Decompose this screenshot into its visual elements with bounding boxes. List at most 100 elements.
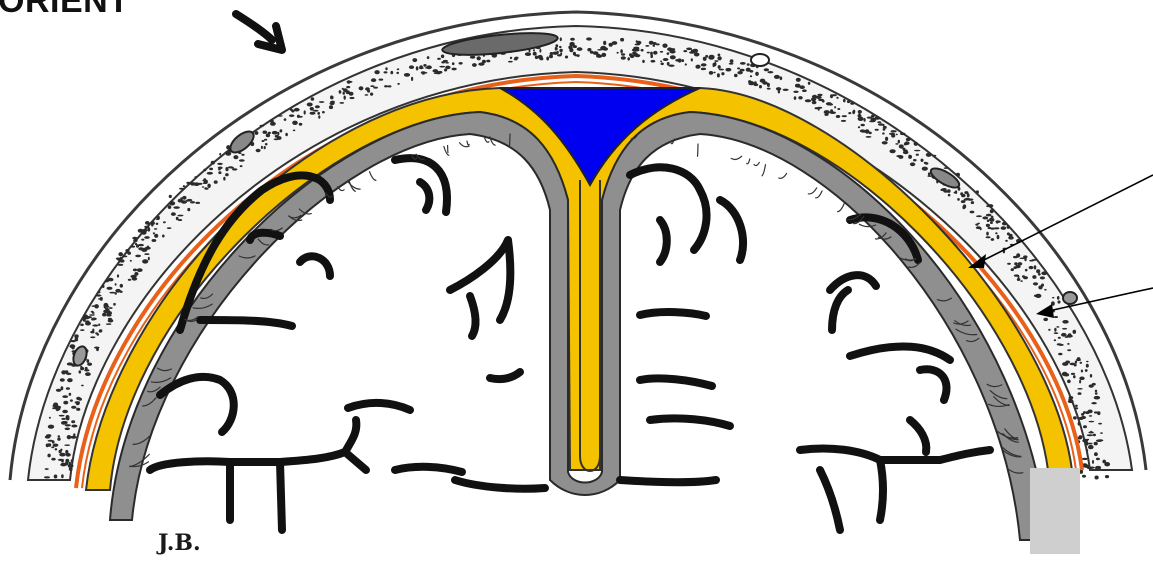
bone-stipple-dot [132,237,137,240]
bone-stipple-dot [1007,225,1010,229]
bone-stipple-dot [292,121,298,125]
bone-stipple-dot [759,85,762,88]
bone-stipple-dot [78,398,82,401]
bone-stipple-dot [1065,336,1069,338]
bone-stipple-dot [80,324,84,327]
bone-stipple-dot [1033,282,1038,285]
bone-stipple-dot [714,62,717,66]
bone-stipple-dot [194,176,196,178]
bone-stipple-dot [239,159,245,161]
bone-stipple-dot [217,163,223,165]
bone-stipple-dot [990,222,993,224]
bone-stipple-dot [896,134,898,136]
bone-stipple-dot [1081,370,1083,373]
bone-stipple-dot [444,69,447,72]
bone-stipple-dot [387,85,391,87]
bone-stipple-dot [173,206,179,209]
bone-stipple-dot [843,99,846,103]
bone-stipple-dot [637,41,642,45]
bone-stipple-dot [882,132,885,134]
bone-stipple-dot [1081,413,1084,416]
bone-stipple-dot [68,464,74,468]
bone-stipple-dot [882,141,888,144]
bone-stipple-dot [264,146,266,149]
bone-stipple-dot [294,108,300,112]
bone-stipple-dot [1065,361,1070,364]
bone-stipple-dot [986,232,989,236]
artist-signature: J.B. [156,530,201,556]
bone-stipple-dot [190,201,195,203]
bone-stipple-dot [67,362,73,365]
bone-stipple-dot [1068,400,1074,403]
bone-stipple-dot [991,238,995,241]
bone-stipple-dot [898,140,900,144]
bone-stipple-dot [1017,278,1021,281]
bone-stipple-dot [51,446,54,448]
bone-stipple-dot [916,154,919,156]
bone-stipple-dot [103,310,108,313]
bone-stipple-dot [144,236,150,239]
bone-stipple-dot [133,269,137,272]
bone-stipple-dot [1014,274,1019,276]
bone-stipple-dot [1062,320,1068,324]
bone-stipple-dot [52,440,55,443]
bone-stipple-dot [75,401,81,403]
bone-stipple-dot [957,198,960,201]
bone-stipple-dot [285,133,288,137]
bone-stipple-dot [678,58,682,62]
bone-stipple-dot [768,71,774,73]
bone-stipple-dot [53,444,59,447]
bone-stipple-dot [62,395,68,398]
bone-stipple-dot [151,221,155,225]
bone-stipple-dot [1054,316,1058,318]
bone-stipple-dot [577,55,579,58]
bone-stipple-dot [1029,260,1034,262]
bone-stipple-dot [737,71,742,74]
bone-stipple-dot [419,65,423,69]
bone-stipple-dot [84,315,88,319]
bone-stipple-dot [322,111,325,113]
bone-stipple-dot [1086,449,1088,451]
bone-stipple-dot [553,52,559,55]
bone-stipple-dot [709,55,715,59]
bone-stipple-dot [718,54,721,57]
bone-stipple-dot [203,169,206,172]
bone-stipple-dot [1025,269,1028,272]
bone-stipple-dot [1078,392,1082,395]
vessel-line [779,173,787,178]
bone-stipple-dot [796,78,801,82]
bone-stipple-dot [986,205,988,207]
bone-stipple-dot [754,81,757,85]
bone-stipple-dot [225,173,229,176]
bone-stipple-dot [241,154,244,156]
bone-stipple-dot [137,268,143,272]
bone-stipple-dot [755,72,759,76]
bone-stipple-dot [808,82,811,85]
bone-stipple-dot [691,58,693,61]
bone-stipple-dot [986,224,990,227]
bone-stipple-dot [310,107,314,111]
bone-stipple-dot [729,63,734,65]
bone-stipple-dot [66,416,70,420]
bone-stipple-dot [452,62,455,65]
bone-stipple-dot [709,71,713,75]
bone-stipple-dot [342,88,344,90]
bone-stipple-dot [914,142,918,146]
bone-stipple-dot [899,145,902,149]
bone-stipple-dot [118,252,123,256]
bone-stipple-dot [620,38,624,42]
bone-stipple-dot [701,68,705,70]
bone-stipple-dot [1005,240,1008,242]
bone-stipple-dot [681,59,684,62]
bone-stipple-dot [138,229,144,233]
bone-stipple-dot [102,313,106,317]
bone-stipple-dot [70,399,73,401]
bone-stipple-dot [262,140,265,142]
bone-stipple-dot [123,256,127,258]
bone-stipple-dot [135,243,137,246]
bone-stipple-dot [848,112,851,114]
bone-stipple-dot [904,141,909,145]
bone-stipple-dot [207,172,213,175]
bone-stipple-dot [95,332,98,334]
